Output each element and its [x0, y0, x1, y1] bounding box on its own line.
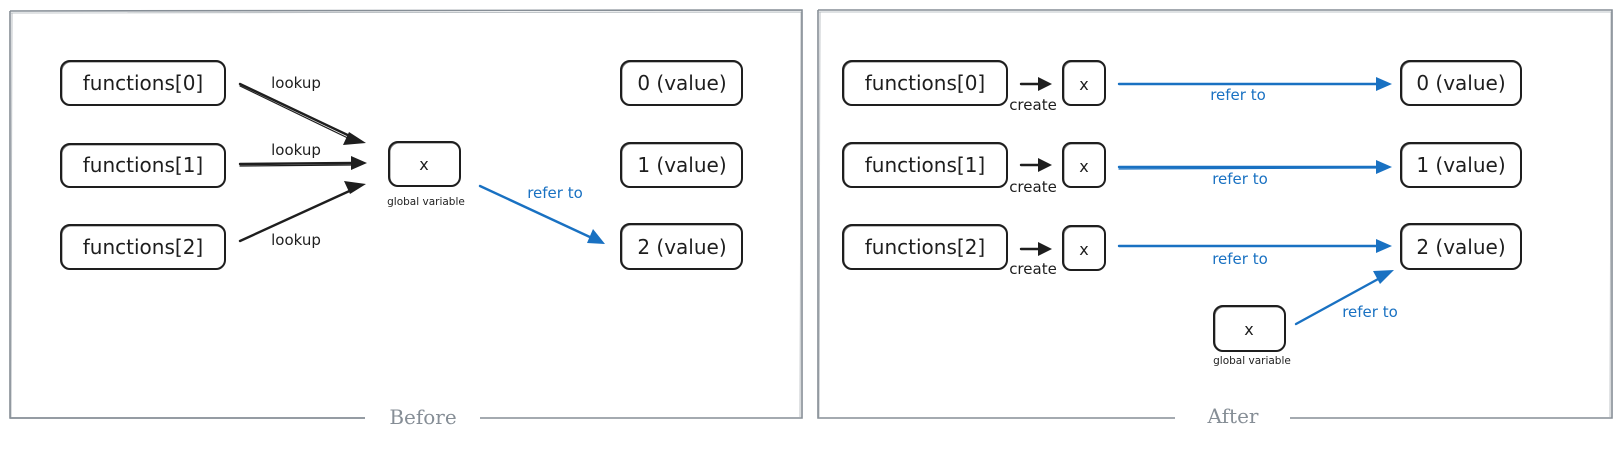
- after-refer-label-0: refer to: [1210, 86, 1266, 104]
- before-refer-arrow: [478, 184, 605, 244]
- after-value-box-2: 2 (value): [1400, 223, 1522, 270]
- before-function-box-2: functions[2]: [60, 224, 226, 270]
- before-lookup-label-0: lookup: [271, 74, 321, 92]
- after-local-x-label-0: x: [1079, 75, 1088, 94]
- after-refer-label-2: refer to: [1212, 250, 1268, 268]
- after-function-label-0: functions[0]: [865, 71, 985, 95]
- after-global-variable-caption: global variable: [1213, 355, 1291, 367]
- after-create-label-2: create: [1009, 260, 1057, 278]
- before-function-label-0: functions[0]: [83, 71, 203, 95]
- after-local-x-box-0: x: [1062, 60, 1106, 106]
- after-global-refer-arrow: [1294, 270, 1394, 326]
- after-function-box-2: functions[2]: [842, 224, 1008, 270]
- before-global-variable-label: x: [419, 155, 428, 174]
- after-function-box-0: functions[0]: [842, 60, 1008, 106]
- after-local-x-label-2: x: [1079, 240, 1088, 259]
- before-function-box-1: functions[1]: [60, 143, 226, 188]
- before-frame-label: Before: [389, 405, 456, 429]
- after-local-x-box-2: x: [1062, 225, 1106, 271]
- before-lookup-label-2: lookup: [271, 231, 321, 249]
- after-value-label-2: 2 (value): [1416, 235, 1505, 259]
- after-value-label-0: 0 (value): [1416, 71, 1505, 95]
- after-local-x-label-1: x: [1079, 157, 1088, 176]
- after-create-arrow-0: [1019, 77, 1052, 91]
- before-function-label-2: functions[2]: [83, 235, 203, 259]
- before-global-variable-caption: global variable: [387, 196, 465, 208]
- after-global-variable-label: x: [1244, 320, 1253, 339]
- after-refer-arrow-2: [1117, 239, 1392, 253]
- before-lookup-arrow-0: [238, 82, 366, 145]
- before-frame: Before: [9, 9, 803, 429]
- before-value-label-1: 1 (value): [637, 153, 726, 177]
- after-function-label-2: functions[2]: [865, 235, 985, 259]
- after-frame-label: After: [1207, 404, 1259, 428]
- after-refer-arrow-0: [1117, 77, 1392, 91]
- before-refer-label: refer to: [527, 184, 583, 202]
- after-value-label-1: 1 (value): [1416, 153, 1505, 177]
- before-lookup-label-1: lookup: [271, 141, 321, 159]
- after-refer-label-1: refer to: [1212, 170, 1268, 188]
- before-function-label-1: functions[1]: [83, 153, 203, 177]
- before-value-label-0: 0 (value): [637, 71, 726, 95]
- before-function-box-0: functions[0]: [60, 60, 226, 106]
- after-local-x-box-1: x: [1062, 142, 1106, 188]
- before-value-box-0: 0 (value): [620, 60, 743, 106]
- before-lookup-arrow-1: [238, 156, 367, 170]
- after-value-box-1: 1 (value): [1400, 142, 1522, 188]
- after-refer-arrow-1: [1117, 160, 1392, 174]
- after-create-label-1: create: [1009, 178, 1057, 196]
- after-global-variable-box: x: [1213, 305, 1286, 352]
- before-value-label-2: 2 (value): [637, 235, 726, 259]
- after-create-arrow-2: [1019, 242, 1052, 256]
- after-global-refer-label: refer to: [1342, 303, 1398, 321]
- after-function-box-1: functions[1]: [842, 142, 1008, 188]
- before-value-box-1: 1 (value): [620, 142, 743, 188]
- before-value-box-2: 2 (value): [620, 223, 743, 270]
- before-lookup-arrow-2: [238, 181, 366, 243]
- after-create-label-0: create: [1009, 96, 1057, 114]
- after-frame: After: [817, 9, 1613, 428]
- after-value-box-0: 0 (value): [1400, 60, 1522, 106]
- after-function-label-1: functions[1]: [865, 153, 985, 177]
- after-create-arrow-1: [1019, 158, 1052, 172]
- before-global-variable-box: x: [388, 141, 461, 187]
